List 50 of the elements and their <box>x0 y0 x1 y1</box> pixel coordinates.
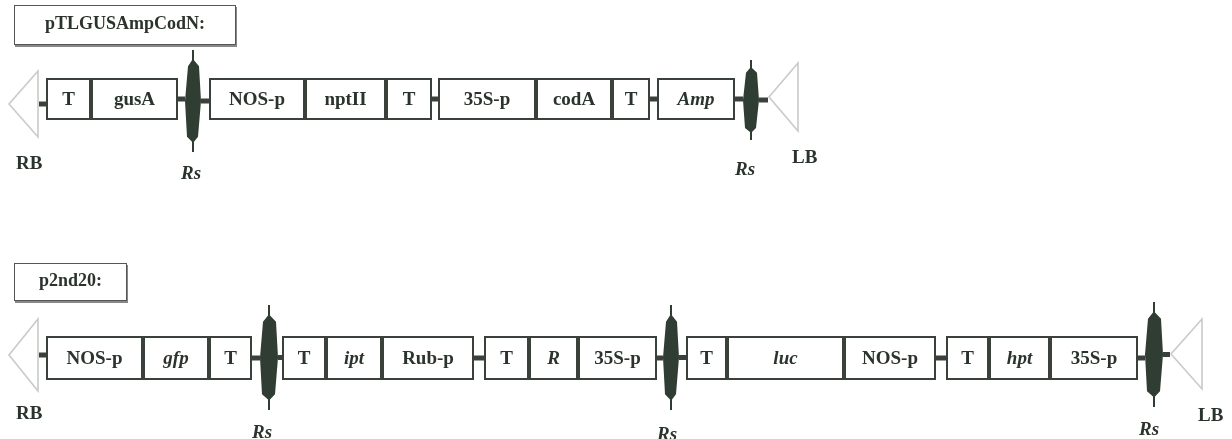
element-label: Rs <box>735 158 756 180</box>
gene-segment-box: 35S-p <box>578 336 657 380</box>
connector-line <box>657 355 663 361</box>
element-label: Rs <box>252 421 273 439</box>
connector-line <box>39 352 46 358</box>
gene-segment-box: gusA <box>91 78 178 120</box>
gene-segment-box: NOS-p <box>844 336 936 380</box>
gene-segment-box: T <box>386 78 432 120</box>
connector-line <box>474 355 484 361</box>
connector-line <box>278 355 282 360</box>
gene-segment-box: 35S-p <box>438 78 536 120</box>
plasmid-name-label: p2nd20: <box>14 263 127 301</box>
connector-line <box>735 96 743 102</box>
connector-line <box>432 96 438 102</box>
gene-segment-box: T <box>209 336 252 380</box>
gene-segment-box: Amp <box>657 78 735 120</box>
gene-segment-box: T <box>612 78 650 120</box>
element-label: Rs <box>1139 418 1160 439</box>
element-label: LB <box>792 146 818 168</box>
connector-line <box>39 101 46 107</box>
connector-line <box>936 355 946 361</box>
gene-segment-box: T <box>686 336 727 380</box>
connector-line <box>252 355 260 361</box>
element-label: RB <box>16 152 43 174</box>
gene-segment-box: NOS-p <box>46 336 143 380</box>
element-label: LB <box>1198 404 1224 426</box>
plasmid-name-label: pTLGUSAmpCodN: <box>14 5 236 45</box>
element-label: Rs <box>181 162 202 184</box>
gene-segment-box: luc <box>727 336 844 380</box>
connector-line <box>201 98 209 104</box>
connector-line <box>679 355 686 360</box>
gene-segment-box: T <box>484 336 529 380</box>
gene-segment-box: nptII <box>305 78 386 120</box>
gene-segment-box: codA <box>536 78 612 120</box>
gene-segment-box: NOS-p <box>209 78 305 120</box>
gene-segment-box: R <box>529 336 578 380</box>
gene-segment-box: hpt <box>989 336 1050 380</box>
gene-segment-box: gfp <box>143 336 209 380</box>
gene-segment-box: T <box>946 336 989 380</box>
gene-segment-box: T <box>282 336 326 380</box>
gene-segment-box: Rub-p <box>382 336 474 380</box>
connector-line <box>650 96 657 102</box>
connector-line <box>1163 352 1170 357</box>
gene-segment-box: T <box>46 78 91 120</box>
gene-segment-box: 35S-p <box>1050 336 1138 380</box>
connector-line <box>178 96 185 102</box>
connector-line <box>759 97 768 103</box>
gene-segment-box: ipt <box>326 336 382 380</box>
element-label: RB <box>16 402 43 424</box>
connector-line <box>1138 355 1145 361</box>
